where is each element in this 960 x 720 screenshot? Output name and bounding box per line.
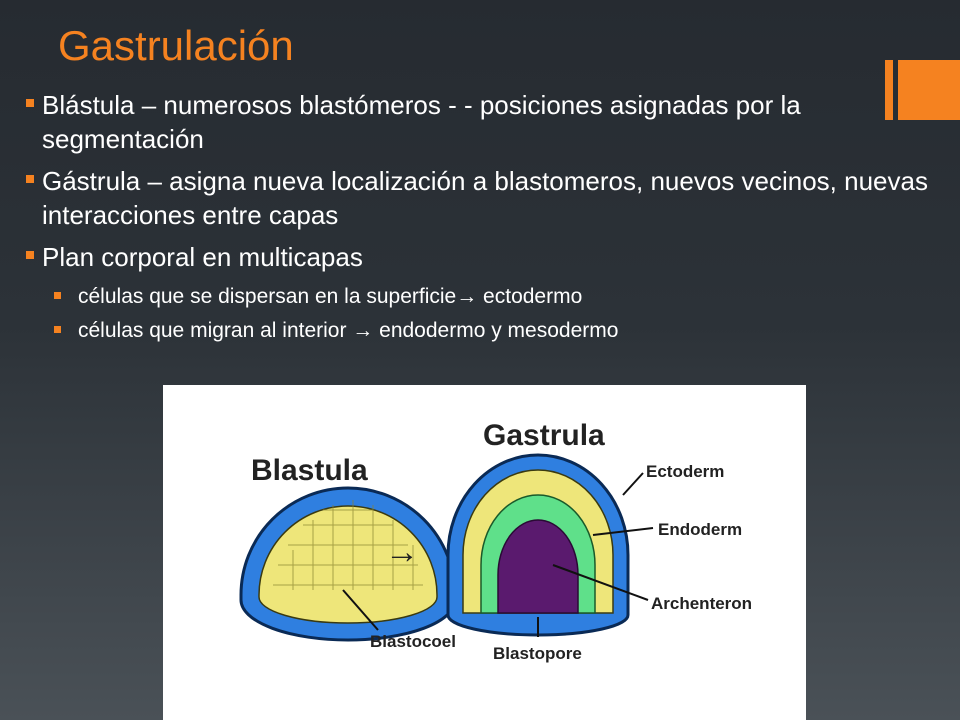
sub-bullet-text: células que migran al interior → endoder…	[78, 319, 619, 342]
endoderm-label: Endoderm	[658, 520, 742, 539]
slide-title: Gastrulación	[58, 22, 294, 69]
diagram-svg: Blastula → Gastrula Ectoderm Endoderm Ar…	[239, 419, 752, 663]
bullet-text: Gástrula – asigna nueva localización a b…	[42, 166, 928, 230]
bullet-item: Blástula – numerosos blastómeros - - pos…	[22, 88, 942, 156]
sub-bullet-text: células que se dispersan en la superfici…	[78, 285, 583, 308]
bullet-marker-icon	[26, 99, 34, 107]
gastrula-illustration	[446, 453, 630, 637]
archenteron-label: Archenteron	[651, 594, 752, 613]
bullet-list: Blástula – numerosos blastómeros - - pos…	[22, 88, 942, 350]
gastrulation-diagram: Blastula → Gastrula Ectoderm Endoderm Ar…	[163, 385, 806, 720]
sub-bullet-marker-icon	[54, 326, 61, 333]
bullet-item: Plan corporal en multicapas	[22, 240, 942, 274]
gastrula-label: Gastrula	[483, 419, 605, 452]
bullet-text: Plan corporal en multicapas	[42, 242, 363, 272]
decorative-block	[898, 60, 960, 120]
arrow-label: →	[385, 533, 419, 571]
ectoderm-label: Ectoderm	[646, 462, 724, 481]
bullet-item: Gástrula – asigna nueva localización a b…	[22, 164, 942, 232]
bullet-marker-icon	[26, 175, 34, 183]
blastula-label: Blastula	[251, 454, 368, 487]
sub-bullet-item: células que se dispersan en la superfici…	[52, 282, 942, 312]
bullet-text: Blástula – numerosos blastómeros - - pos…	[42, 90, 801, 154]
bullet-marker-icon	[26, 251, 34, 259]
sub-bullet-marker-icon	[54, 292, 61, 299]
blastocoel-label: Blastocoel	[370, 632, 456, 651]
decorative-bar	[885, 60, 893, 120]
blastopore-label: Blastopore	[493, 644, 582, 663]
blastula-illustration	[239, 486, 457, 642]
sub-bullet-item: células que migran al interior → endoder…	[52, 316, 942, 346]
